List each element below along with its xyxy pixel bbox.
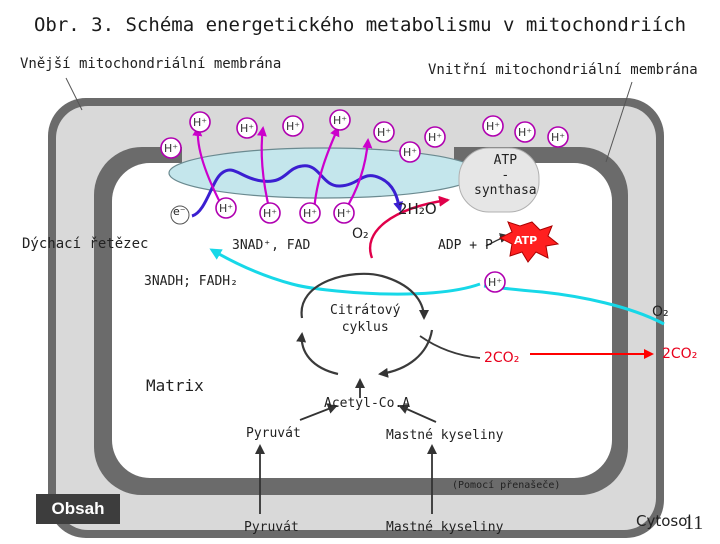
obsah-button[interactable]: Obsah [36,494,120,524]
o2-inner-label: O₂ [352,226,369,242]
proton-circle [482,115,504,137]
citrate-cycle-top [300,272,429,320]
pyruvate-outer-label: Pyruvát [244,520,299,535]
co2-outer-label: 2CO₂ [662,346,698,362]
electron-circle [170,205,190,225]
proton-label: H⁺ [303,207,317,220]
proton-label: H⁺ [219,202,233,215]
fatty-acetyl-arrow [398,404,437,423]
inner-membrane-label: Vnitřní mitochondriální membrána [428,62,698,78]
fatty-acid-outer-label: Mastné kyseliny [386,520,504,535]
electron-label: e⁻ [173,205,186,218]
o2-arrow [369,195,450,259]
proton-label: H⁺ [193,116,207,129]
outer-membrane-label: Vnější mitochondriální membrána [20,56,282,72]
proton-label: H⁺ [240,122,254,135]
water-label: 2H₂O [398,200,437,218]
outer-membrane-pointer [65,77,83,111]
citrate-cycle-right [378,329,434,378]
proton-label: H⁺ [551,131,565,144]
nadh-arrow [209,248,481,296]
proton-circle [215,197,237,219]
proton-circle [373,121,395,143]
proton-circle [424,126,446,148]
respiratory-chain-label: Dýchací řetězec [22,236,149,252]
nadh-label: 3NADH; FADH₂ [144,274,238,289]
proton-circle [484,271,506,293]
proton-circle [236,117,258,139]
pyruvate-acetyl-arrow [299,404,338,421]
proton-label: H⁺ [337,207,351,220]
page-number: 11 [684,512,704,534]
electron-path [191,164,403,218]
proton-circle [399,141,421,163]
proton-circle [259,202,281,224]
atp-synthase-label: ATP - synthasa [474,153,537,198]
atp-star [498,221,560,263]
citrate-cycle-label: Citrátový cyklus [330,303,401,335]
proton-label: H⁺ [164,142,178,155]
co2-inner-label: 2CO₂ [484,350,520,366]
page-title: Obr. 3. Schéma energetického metabolismu… [33,14,687,36]
acetyl-coa-label: Acetyl-Co.A [324,396,411,411]
proton-label: H⁺ [263,207,277,220]
adp-label: ADP + P [438,238,493,253]
proton-label: H⁺ [333,114,347,127]
proton-circle [329,109,351,131]
proton-label: H⁺ [488,276,502,289]
inner-membrane-pointer [605,81,633,163]
respiratory-complex [168,147,480,199]
cytosol-label: Cytosol [636,512,692,530]
nad-label: 3NAD⁺, FAD [232,238,311,253]
matrix-area [112,163,612,478]
proton-circle [333,202,355,224]
proton-circle [547,126,569,148]
proton-circle [514,121,536,143]
o2-outer-label: O₂ [652,304,669,320]
proton-label: H⁺ [428,131,442,144]
proton-label: H⁺ [486,120,500,133]
pyruvate-inner-label: Pyruvát [246,426,301,441]
proton-label: H⁺ [377,126,391,139]
proton-arrow-3 [312,126,340,213]
proton-label: H⁺ [403,146,417,159]
proton-circle [160,137,182,159]
proton-circle [189,111,211,133]
fatty-acid-inner-label: Mastné kyseliny [386,428,504,443]
carrier-note: (Pomocí přenašeče) [452,480,561,491]
proton-circle [282,115,304,137]
atp-label: ATP [514,234,538,247]
proton-label: H⁺ [286,120,300,133]
atp-synthase [458,147,540,213]
matrix-label: Matrix [146,376,204,395]
proton-label: H⁺ [518,126,532,139]
proton-circle [299,202,321,224]
citrate-to-co2 [419,335,481,359]
citrate-cycle-left [296,332,339,376]
